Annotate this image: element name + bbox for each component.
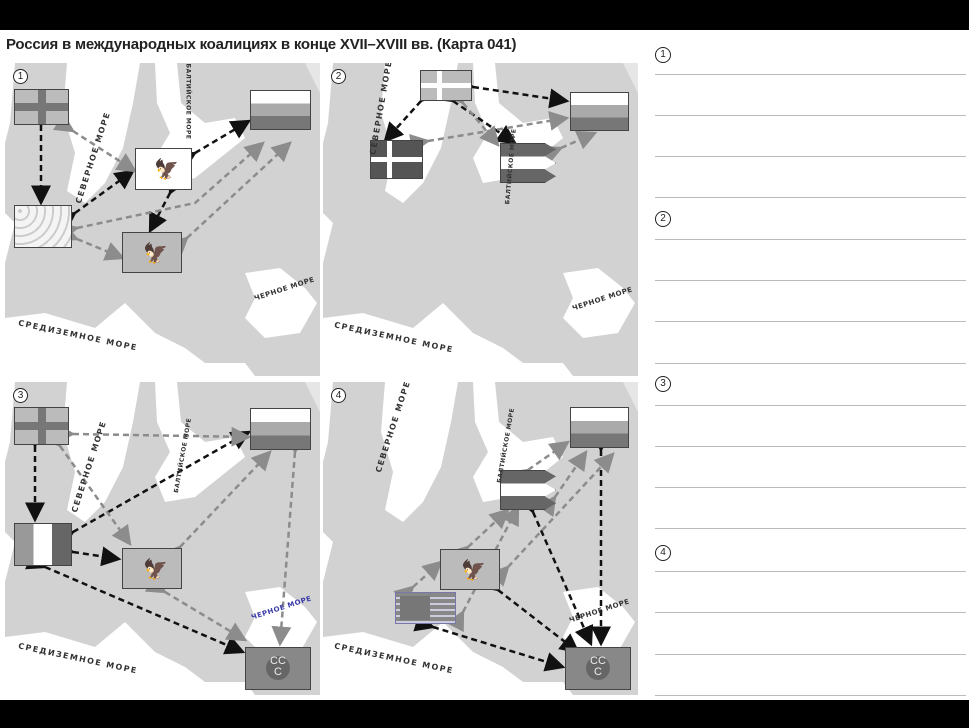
answer-line[interactable] bbox=[655, 321, 966, 322]
eagle-icon: 🦅 bbox=[154, 159, 179, 181]
flag-saxony-poland bbox=[500, 143, 556, 183]
answer-line[interactable] bbox=[655, 115, 966, 116]
europe-map bbox=[5, 63, 320, 376]
lion-icon bbox=[400, 596, 430, 620]
opposition-arrow bbox=[57, 223, 126, 261]
europe-map bbox=[323, 63, 638, 376]
answer-line[interactable] bbox=[655, 654, 966, 655]
panel-number: 4 bbox=[331, 388, 346, 403]
flag-great-britain bbox=[14, 407, 69, 445]
flag-france bbox=[14, 523, 72, 566]
flag-austria: 🦅 bbox=[122, 548, 182, 589]
answer-number-3: 3 bbox=[655, 376, 671, 392]
answer-line[interactable] bbox=[655, 695, 966, 696]
panel-number: 3 bbox=[13, 388, 28, 403]
flag-russia bbox=[570, 407, 629, 448]
flag-sweden bbox=[420, 70, 472, 101]
map-panel-2: 2 СЕВЕРНОЕ МОРЕ БАЛТИЙСКОЕ МОРЕ ЧЕРНОЕ М… bbox=[323, 63, 638, 376]
opposition-arrow bbox=[144, 574, 248, 642]
opposition-arrow bbox=[540, 130, 598, 165]
flag-great-britain bbox=[14, 89, 69, 125]
answer-line[interactable] bbox=[655, 280, 966, 281]
answer-line[interactable] bbox=[655, 156, 966, 157]
flag-denmark bbox=[370, 140, 423, 179]
answer-line[interactable] bbox=[655, 197, 966, 198]
alliance-arrow bbox=[24, 550, 246, 655]
flag-russia bbox=[250, 408, 311, 450]
answer-number-4: 4 bbox=[655, 545, 671, 561]
alliance-arrow bbox=[383, 81, 441, 143]
answer-line[interactable] bbox=[655, 487, 966, 488]
top-black-bar bbox=[0, 0, 969, 30]
answer-line[interactable] bbox=[655, 239, 966, 240]
opposition-arrow bbox=[488, 452, 615, 587]
flag-poland bbox=[500, 470, 556, 510]
opposition-arrow bbox=[167, 141, 292, 258]
opposition-arrow bbox=[271, 433, 307, 647]
flag-russia bbox=[570, 92, 629, 131]
answer-line[interactable] bbox=[655, 571, 966, 572]
answer-line[interactable] bbox=[655, 363, 966, 364]
flag-austria: 🦅 bbox=[122, 232, 182, 273]
panel-number: 1 bbox=[13, 69, 28, 84]
opposition-arrow bbox=[41, 425, 132, 547]
opposition-arrow bbox=[393, 560, 443, 607]
answer-line[interactable] bbox=[655, 446, 966, 447]
answer-number-1: 1 bbox=[655, 47, 671, 63]
answer-line[interactable] bbox=[655, 612, 966, 613]
double-eagle-icon: 🦅 bbox=[461, 560, 486, 582]
europe-map bbox=[5, 382, 320, 695]
flag-austria: 🦅 bbox=[440, 549, 500, 590]
opposition-arrow bbox=[444, 83, 500, 147]
map-panel-1: 1 🦅 🦅 СЕВЕРНОЕ МОРЕ БАЛТИЙСКОЕ МОРЕ ЧЕРН… bbox=[5, 63, 320, 376]
flag-venice bbox=[395, 592, 456, 624]
opposition-arrow bbox=[160, 450, 272, 567]
answer-line[interactable] bbox=[655, 74, 966, 75]
europe-map bbox=[323, 382, 638, 695]
alliance-arrow bbox=[413, 612, 566, 672]
bottom-black-bar bbox=[0, 700, 969, 728]
answer-line[interactable] bbox=[655, 405, 966, 406]
panel-number: 2 bbox=[331, 69, 346, 84]
answer-number-2: 2 bbox=[655, 211, 671, 227]
flag-france bbox=[14, 205, 72, 248]
answer-line[interactable] bbox=[655, 528, 966, 529]
flag-russia bbox=[250, 90, 311, 130]
double-eagle-icon: 🦅 bbox=[143, 559, 168, 581]
flag-prussia: 🦅 bbox=[135, 148, 192, 190]
page-title: Россия в международных коалициях в конце… bbox=[6, 36, 517, 53]
sea-label-baltic: БАЛТИЙСКОЕ МОРЕ bbox=[184, 63, 192, 140]
double-eagle-icon: 🦅 bbox=[143, 243, 168, 265]
